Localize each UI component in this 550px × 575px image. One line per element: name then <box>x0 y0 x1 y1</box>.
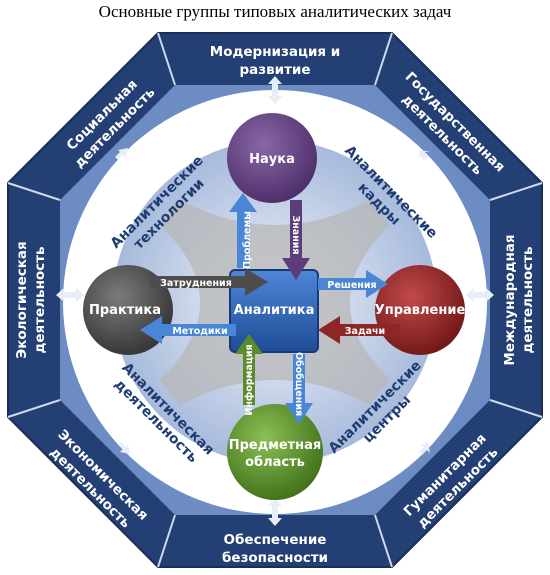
flow-generalizations: Обобщения <box>293 352 304 416</box>
flow-tasks: Задачи <box>345 326 385 337</box>
sector-right-line2: деятельность <box>520 246 536 353</box>
arrow-tasks <box>318 316 400 344</box>
arrow-knowledge <box>282 200 310 280</box>
page-title: Основные группы типовых аналитических за… <box>98 2 452 21</box>
sector-top-line1: Модернизация и <box>210 44 340 60</box>
flow-solutions: Решения <box>327 280 376 291</box>
arrow-problems <box>229 193 257 268</box>
flow-information: Информация <box>244 344 255 415</box>
arrow-solutions <box>318 270 388 298</box>
flow-problems: Проблемы <box>242 211 253 269</box>
node-subject-line1: Предметная <box>229 438 322 453</box>
arrow-generalizations <box>285 354 313 424</box>
node-subject <box>227 404 323 500</box>
sector-left-line2: деятельность <box>32 246 48 353</box>
arrow-methods <box>140 316 236 344</box>
arrow-difficulties <box>150 268 268 296</box>
arrow-information <box>235 334 263 405</box>
sector-bottom-line2: безопасности <box>222 550 328 566</box>
node-management-label: Управление <box>375 303 466 318</box>
flow-difficulties: Затруднения <box>160 278 232 289</box>
node-subject-line2: область <box>245 455 305 470</box>
center-label: Аналитика <box>234 303 315 318</box>
flow-knowledge: Знания <box>290 215 301 254</box>
node-practice-label: Практика <box>89 303 161 318</box>
sector-separators <box>7 32 543 568</box>
sector-bottom-line1: Обеспечение <box>224 532 327 548</box>
sector-right-line1: Международная <box>502 234 518 365</box>
flow-methods: Методики <box>172 326 227 337</box>
sector-left-line1: Экологическая <box>14 241 30 358</box>
node-science <box>227 113 317 203</box>
node-science-label: Наука <box>249 152 295 167</box>
sector-link-arrows <box>56 76 494 526</box>
sector-top-line2: развитие <box>239 62 310 78</box>
